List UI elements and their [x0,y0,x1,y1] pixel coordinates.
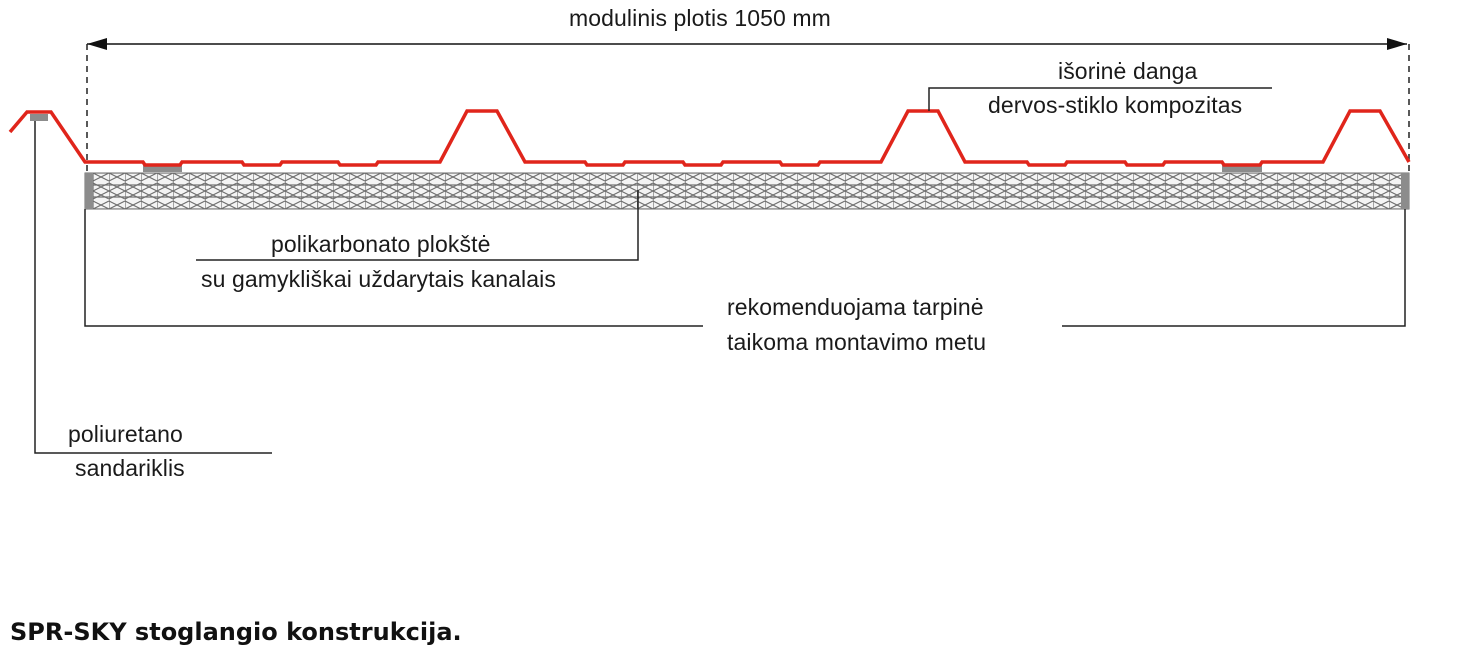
outer-cover-label-line2: dervos-stiklo kompozitas [988,92,1243,118]
gasket-label-line1: rekomenduojama tarpinė [727,294,984,320]
dimension-label: modulinis plotis 1050 mm [569,5,831,31]
gasket-label-line2: taikoma montavimo metu [727,329,987,355]
polycarbonate-panel [84,172,1410,210]
sealant-label-line1: poliuretano [68,421,183,447]
leader-lines [34,87,1406,454]
gaskets [30,114,1262,172]
outer-cover-label-line1: išorinė danga [1058,58,1198,84]
panel-label-line2: su gamykliškai uždarytais kanalais [201,266,556,292]
sealant-label-line2: sandariklis [75,455,185,481]
dimension-line [86,38,1410,172]
figure-caption: SPR-SKY stoglangio konstrukcija. [10,618,462,646]
outer-cover-profile [8,109,1411,167]
panel-label-line1: polikarbonato plokštė [271,231,491,257]
